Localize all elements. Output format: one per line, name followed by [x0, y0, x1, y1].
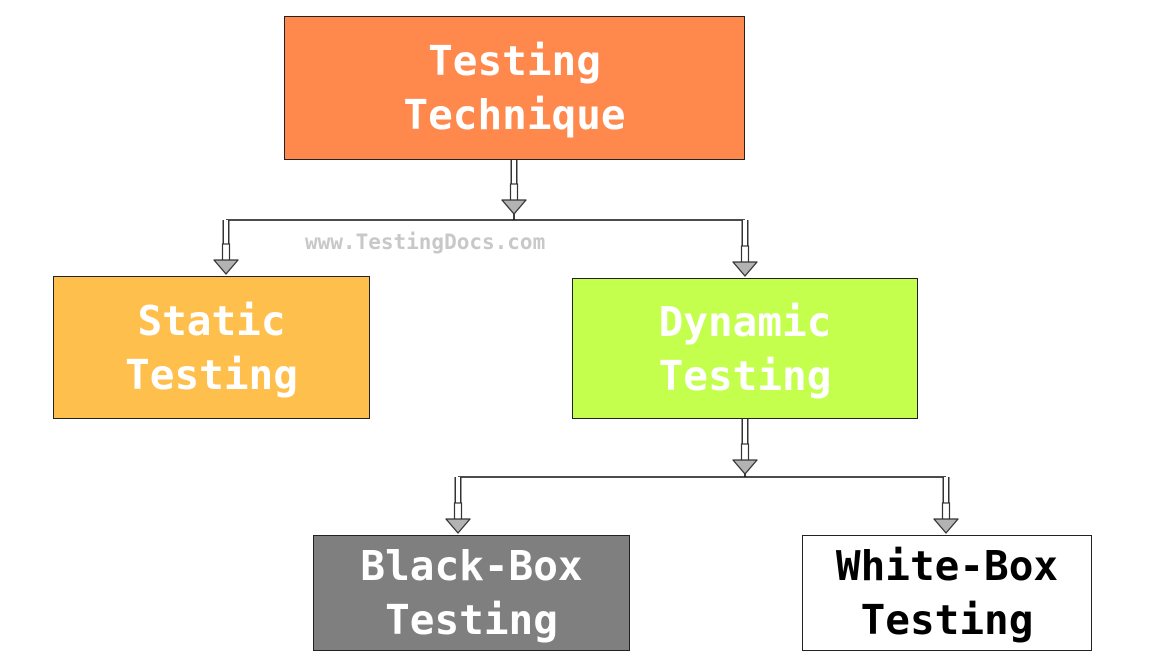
arrow-to-whitebox	[933, 477, 959, 534]
arrow-root-down	[501, 160, 527, 215]
arrow-to-blackbox	[445, 477, 471, 534]
node-white-box-testing: White-Box Testing	[802, 535, 1092, 651]
node-testing-technique: Testing Technique	[284, 16, 745, 160]
watermark-text: www.TestingDocs.com	[305, 230, 546, 254]
node-static-testing: Static Testing	[53, 276, 370, 419]
arrow-to-static	[213, 220, 239, 275]
arrow-to-dynamic	[732, 220, 758, 277]
node-black-box-testing: Black-Box Testing	[313, 535, 630, 651]
node-dynamic-testing: Dynamic Testing	[572, 278, 918, 419]
arrow-dynamic-down	[732, 419, 758, 475]
